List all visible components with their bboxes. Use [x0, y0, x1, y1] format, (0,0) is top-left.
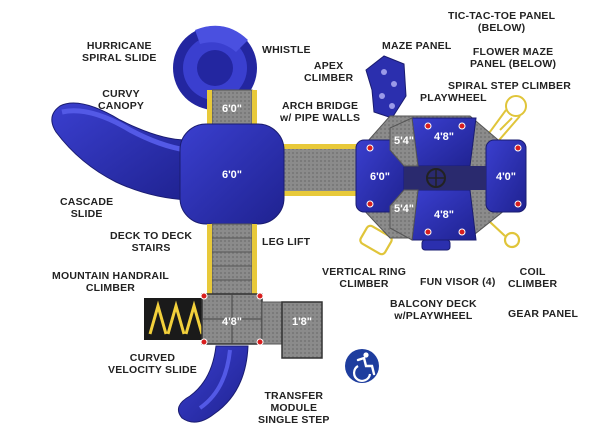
transfer-module — [261, 301, 283, 345]
deck-bottom-hub: 4'8" — [434, 209, 454, 221]
deck-left-hub: 6'0" — [370, 171, 390, 183]
curved-velocity-slide — [177, 345, 249, 423]
deck-right-hub: 4'0" — [496, 171, 516, 183]
mountain-handrail-climber — [144, 298, 206, 340]
cascade-slide — [51, 102, 189, 201]
gear-panel — [421, 239, 451, 251]
deck-lower: 4'8" — [222, 316, 242, 328]
small-deck — [281, 301, 323, 359]
tl-corner-deck — [389, 117, 419, 167]
deck-to-deck-stairs — [207, 223, 257, 295]
label-leg-lift: LEG LIFT — [262, 236, 311, 248]
label-gear-panel: GEAR PANEL — [508, 308, 579, 320]
label-tic-tac-toe: TIC-TAC-TOE PANEL(BELOW) — [448, 10, 556, 34]
label-maze-panel: MAZE PANEL — [382, 40, 452, 52]
label-spiral-step: SPIRAL STEP CLIMBER — [448, 80, 572, 92]
apex-climber — [365, 55, 407, 119]
hurricane-spiral-slide — [173, 25, 257, 110]
coil-climber — [489, 221, 521, 249]
label-playwheel: PLAYWHEEL — [420, 92, 487, 104]
label-whistle: WHISTLE — [262, 44, 311, 56]
deck-bl-corner: 5'4" — [394, 203, 414, 215]
deck-top-hub: 4'8" — [434, 131, 454, 143]
deck-top-small: 6'0" — [222, 103, 242, 115]
label-fun-visor: FUN VISOR (4) — [420, 276, 496, 288]
bl-corner-deck — [389, 189, 419, 241]
deck-main: 6'0" — [222, 169, 242, 181]
deck-tl-corner: 5'4" — [394, 135, 414, 147]
accessibility-icon — [345, 349, 379, 383]
arch-bridge — [277, 147, 365, 193]
deck-small: 1'8" — [292, 316, 312, 328]
